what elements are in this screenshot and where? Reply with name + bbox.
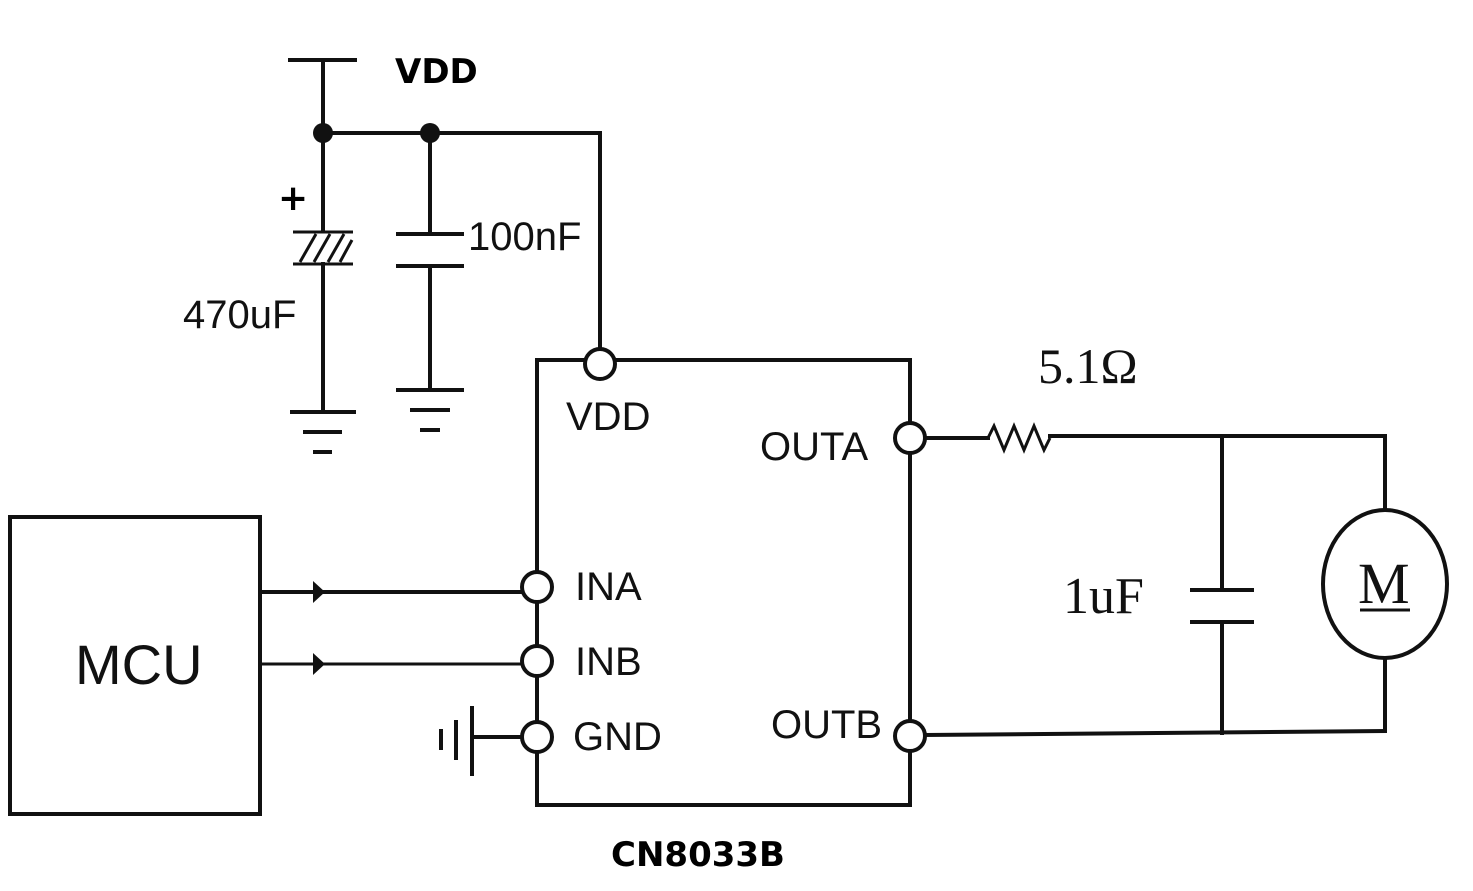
- pin-gnd: [520, 720, 554, 754]
- resistor: [986, 422, 1052, 454]
- ceramic-capacitor: 100nF: [396, 131, 581, 392]
- pin-ina: [520, 570, 554, 604]
- motor-label: M: [1358, 551, 1410, 616]
- pin-label-ina: INA: [575, 565, 642, 609]
- output-wiring: 5.1Ω: [922, 338, 1388, 738]
- junction-dot: [313, 123, 333, 143]
- pin-label-gnd: GND: [573, 715, 662, 759]
- pin-label-outa: OUTA: [760, 425, 868, 469]
- pin-vdd: [583, 347, 617, 381]
- resistor-value: 5.1Ω: [1038, 338, 1138, 394]
- electrolytic-capacitor: + 470uF: [183, 178, 354, 414]
- chip-name: CN8033B: [611, 835, 785, 875]
- pin-outa: [893, 421, 927, 455]
- polarity-plus-sign: +: [278, 178, 308, 219]
- pin-label-inb: INB: [575, 640, 642, 684]
- output-capacitor: 1uF: [1063, 568, 1254, 625]
- pin-outb: [893, 719, 927, 753]
- ceramic-cap-value: 100nF: [468, 215, 581, 259]
- pin-label-vdd: VDD: [566, 395, 650, 439]
- ina-signal-line: [258, 581, 524, 603]
- mcu-block: MCU: [8, 515, 262, 816]
- ground-symbol: [439, 706, 524, 776]
- pin-label-outb: OUTB: [771, 703, 882, 747]
- motor: M: [1321, 508, 1449, 660]
- ground-symbol: [290, 410, 356, 454]
- mcu-label: MCU: [75, 633, 203, 696]
- vdd-supply: VDD: [288, 52, 602, 352]
- ground-symbol: [396, 388, 464, 432]
- electrolytic-cap-value: 470uF: [183, 293, 296, 337]
- pin-inb: [520, 644, 554, 678]
- driver-chip: VDD OUTA INA INB GND OUTB CN8033B: [520, 347, 927, 875]
- vdd-supply-label: VDD: [395, 52, 478, 92]
- inb-signal-line: [260, 653, 522, 675]
- output-cap-value: 1uF: [1063, 568, 1144, 625]
